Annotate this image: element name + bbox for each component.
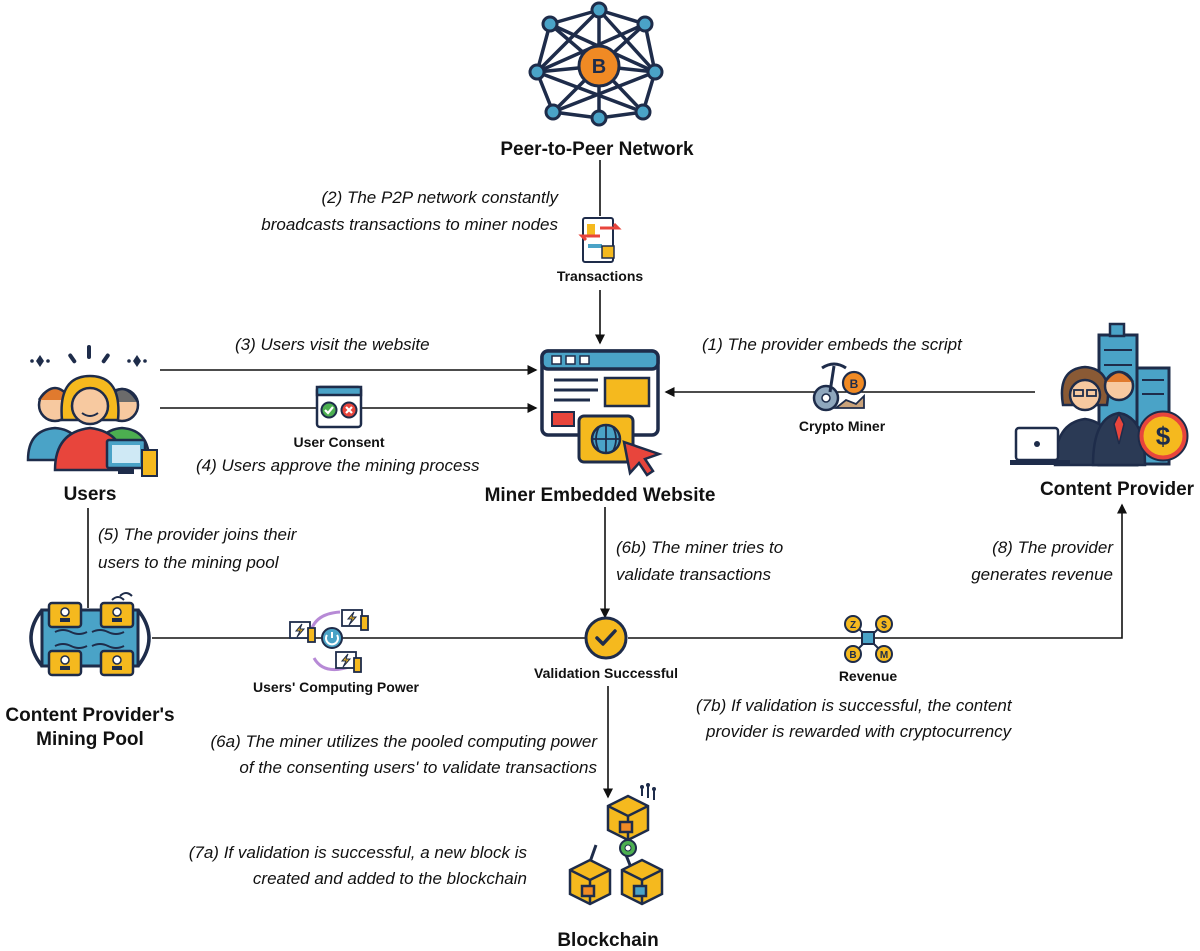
blockchain-icon [568,783,664,906]
user-consent-icon [315,385,363,429]
miner-website-icon [540,349,663,477]
icon-label-consent: User Consent [293,434,384,450]
step-3: (3) Users visit the website [235,335,430,354]
icon-label-validation: Validation Successful [534,665,678,681]
step-4: (4) Users approve the mining process [196,456,480,475]
step-1: (1) The provider embeds the script [702,335,963,354]
computing-power-icon [289,609,369,673]
dollar-symbol: $ [1156,421,1171,451]
icon-label-revenue: Revenue [839,668,898,684]
step-7a-line1: (7a) If validation is successful, a new … [189,843,528,862]
step-6b-line1: (6b) The miner tries to [616,538,783,557]
step-5-line2: users to the mining pool [98,553,280,572]
step-6a-line2: of the consenting users' to validate tra… [239,758,597,777]
coin-symbol-0: Z [850,620,856,631]
node-label-pool-line2: Mining Pool [36,729,144,750]
icon-label-computing: Users' Computing Power [253,679,419,695]
users-icon [26,345,158,477]
icon-label-transactions: Transactions [557,268,644,284]
miner-bitcoin-symbol: B [850,377,859,391]
edge-validation-to-provider [628,503,1127,639]
step-6a-line1: (6a) The miner utilizes the pooled compu… [211,732,599,751]
coin-symbol-3: M [880,650,888,661]
step-7a-line2: created and added to the blockchain [253,869,527,888]
content-provider-icon: $ [1010,322,1189,467]
step-8-line1: (8) The provider [992,538,1114,557]
node-label-provider: Content Provider [1040,479,1195,500]
step-6b-line2: validate transactions [616,565,771,584]
revenue-icon: Z $ B M [844,615,893,663]
node-label-pool-line1: Content Provider's [5,705,174,726]
step-7b-line1: (7b) If validation is successful, the co… [696,696,1013,715]
step-5-line1: (5) The provider joins their [98,525,298,544]
step-7b-line2: provider is rewarded with cryptocurrency [705,722,1013,741]
coin-symbol-2: B [849,650,856,661]
node-label-p2p: Peer-to-Peer Network [500,139,694,160]
node-label-blockchain: Blockchain [557,930,658,951]
transactions-icon [578,217,622,263]
icon-label-crypto-miner: Crypto Miner [799,418,886,434]
validation-check-icon [584,616,628,660]
bitcoin-symbol: B [592,56,606,78]
coin-symbol-1: $ [881,620,887,631]
crypto-miner-icon: B [812,362,867,412]
node-label-website: Miner Embedded Website [485,485,716,506]
node-label-users: Users [64,484,117,505]
step-8-line2: generates revenue [971,565,1113,584]
mining-pool-icon [29,592,151,677]
step-2-line1: (2) The P2P network constantly [321,188,559,207]
step-2-line2: broadcasts transactions to miner nodes [261,215,558,234]
p2p-network-icon: B [528,1,664,127]
